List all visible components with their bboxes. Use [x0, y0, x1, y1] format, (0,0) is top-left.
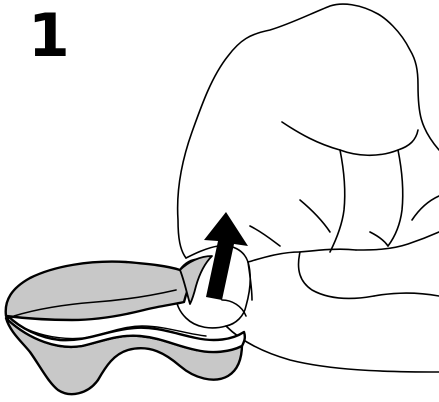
- hand-illustration: [176, 4, 439, 372]
- step-number: 1: [28, 6, 70, 66]
- peel-off-pad-illustration: [6, 256, 245, 394]
